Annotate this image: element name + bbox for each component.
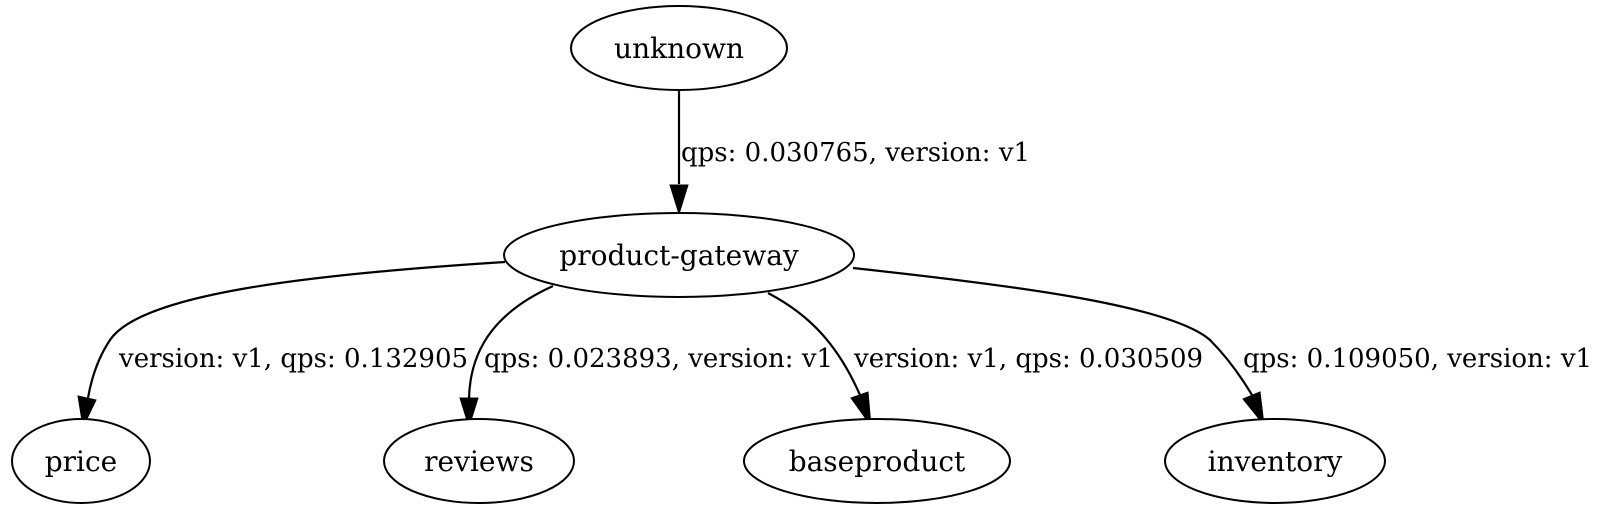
- edge-gateway-to-reviews: qps: 0.023893, version: v1: [459, 284, 833, 429]
- node-baseproduct-ellipse: [743, 418, 1011, 504]
- edge-unknown-to-gateway-label: qps: 0.030765, version: v1: [681, 138, 1030, 168]
- node-reviews[interactable]: reviews: [383, 418, 575, 504]
- node-inventory-label: inventory: [1208, 445, 1343, 478]
- node-reviews-label: reviews: [424, 445, 534, 478]
- edge-gateway-to-baseproduct-label: version: v1, qps: 0.030509: [853, 344, 1203, 374]
- node-inventory-ellipse: [1164, 418, 1386, 504]
- edge-gateway-to-price: version: v1, qps: 0.132905: [77, 260, 506, 429]
- node-product-gateway-ellipse: [503, 212, 855, 298]
- node-reviews-ellipse: [383, 418, 575, 504]
- edge-unknown-to-gateway-arrowhead: [669, 184, 689, 216]
- node-inventory[interactable]: inventory: [1164, 418, 1386, 504]
- edge-gateway-to-inventory-arrowhead: [1242, 391, 1265, 427]
- edge-gateway-to-inventory-line: [852, 266, 1253, 396]
- node-product-gateway-label: product-gateway: [559, 239, 799, 272]
- edge-gateway-to-reviews-label: qps: 0.023893, version: v1: [484, 344, 833, 374]
- edge-gateway-to-inventory: qps: 0.109050, version: v1: [852, 266, 1592, 427]
- node-product-gateway[interactable]: product-gateway: [503, 212, 855, 298]
- node-unknown[interactable]: unknown: [570, 5, 788, 91]
- edge-gateway-to-baseproduct-line: [767, 292, 862, 396]
- node-price-ellipse: [11, 418, 151, 504]
- edge-gateway-to-inventory-label: qps: 0.109050, version: v1: [1243, 344, 1592, 374]
- edge-gateway-to-baseproduct: version: v1, qps: 0.030509: [767, 292, 1203, 428]
- node-unknown-label: unknown: [614, 32, 744, 65]
- edge-gateway-to-price-line: [86, 260, 506, 399]
- node-baseproduct-label: baseproduct: [789, 445, 966, 478]
- edge-gateway-to-price-label: version: v1, qps: 0.132905: [118, 344, 468, 374]
- edge-gateway-to-reviews-arrowhead: [459, 397, 479, 429]
- node-baseproduct[interactable]: baseproduct: [743, 418, 1011, 504]
- edge-gateway-to-baseproduct-arrowhead: [850, 391, 872, 428]
- node-unknown-ellipse: [570, 5, 788, 91]
- node-price-label: price: [45, 445, 118, 478]
- node-price[interactable]: price: [11, 418, 151, 504]
- edge-unknown-to-gateway: qps: 0.030765, version: v1: [669, 91, 1030, 216]
- edge-gateway-to-reviews-line: [467, 284, 554, 400]
